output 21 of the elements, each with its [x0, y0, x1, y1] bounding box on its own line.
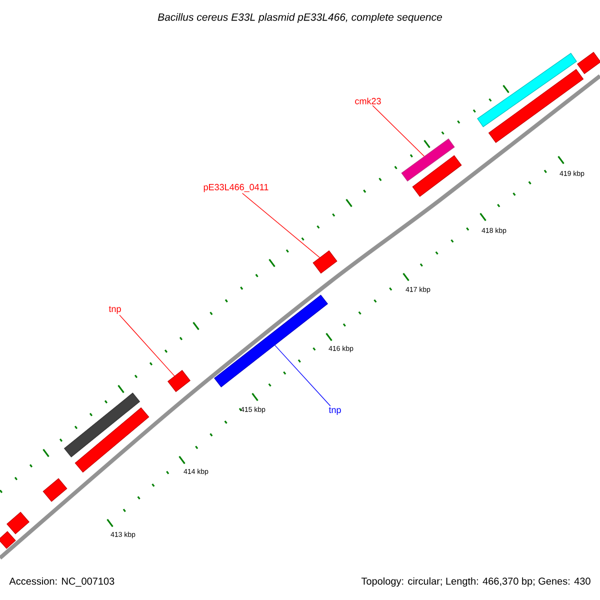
- gene-label: cmk23: [355, 98, 381, 104]
- gene-bar: [401, 138, 455, 182]
- leader-line: [372, 105, 425, 157]
- genome-stats-text: Topology: circular; Length: 466,370 bp; Genes: 430: [361, 577, 590, 587]
- gene-bar: [488, 69, 584, 144]
- gene-bar: [412, 155, 462, 197]
- leader-line: [242, 192, 320, 258]
- gene-label: pE33L466_0411: [204, 184, 268, 192]
- gene-bar: [576, 52, 600, 74]
- gene-bar: [6, 512, 30, 534]
- gene-bar: [477, 52, 577, 128]
- gene-label: tnp: [328, 407, 341, 415]
- gene-bar: [74, 407, 150, 473]
- gene-bar: [214, 294, 328, 388]
- gene-label: tnp: [108, 306, 121, 314]
- title: Bacillus cereus E33L plasmid pE33L466, complete sequence: [158, 13, 442, 23]
- gene-bar: [0, 531, 16, 549]
- leader-line: [274, 344, 331, 406]
- accession-text: Accession: NC_007103: [9, 577, 114, 587]
- leader-line: [119, 314, 175, 376]
- gene-bar: [42, 478, 68, 502]
